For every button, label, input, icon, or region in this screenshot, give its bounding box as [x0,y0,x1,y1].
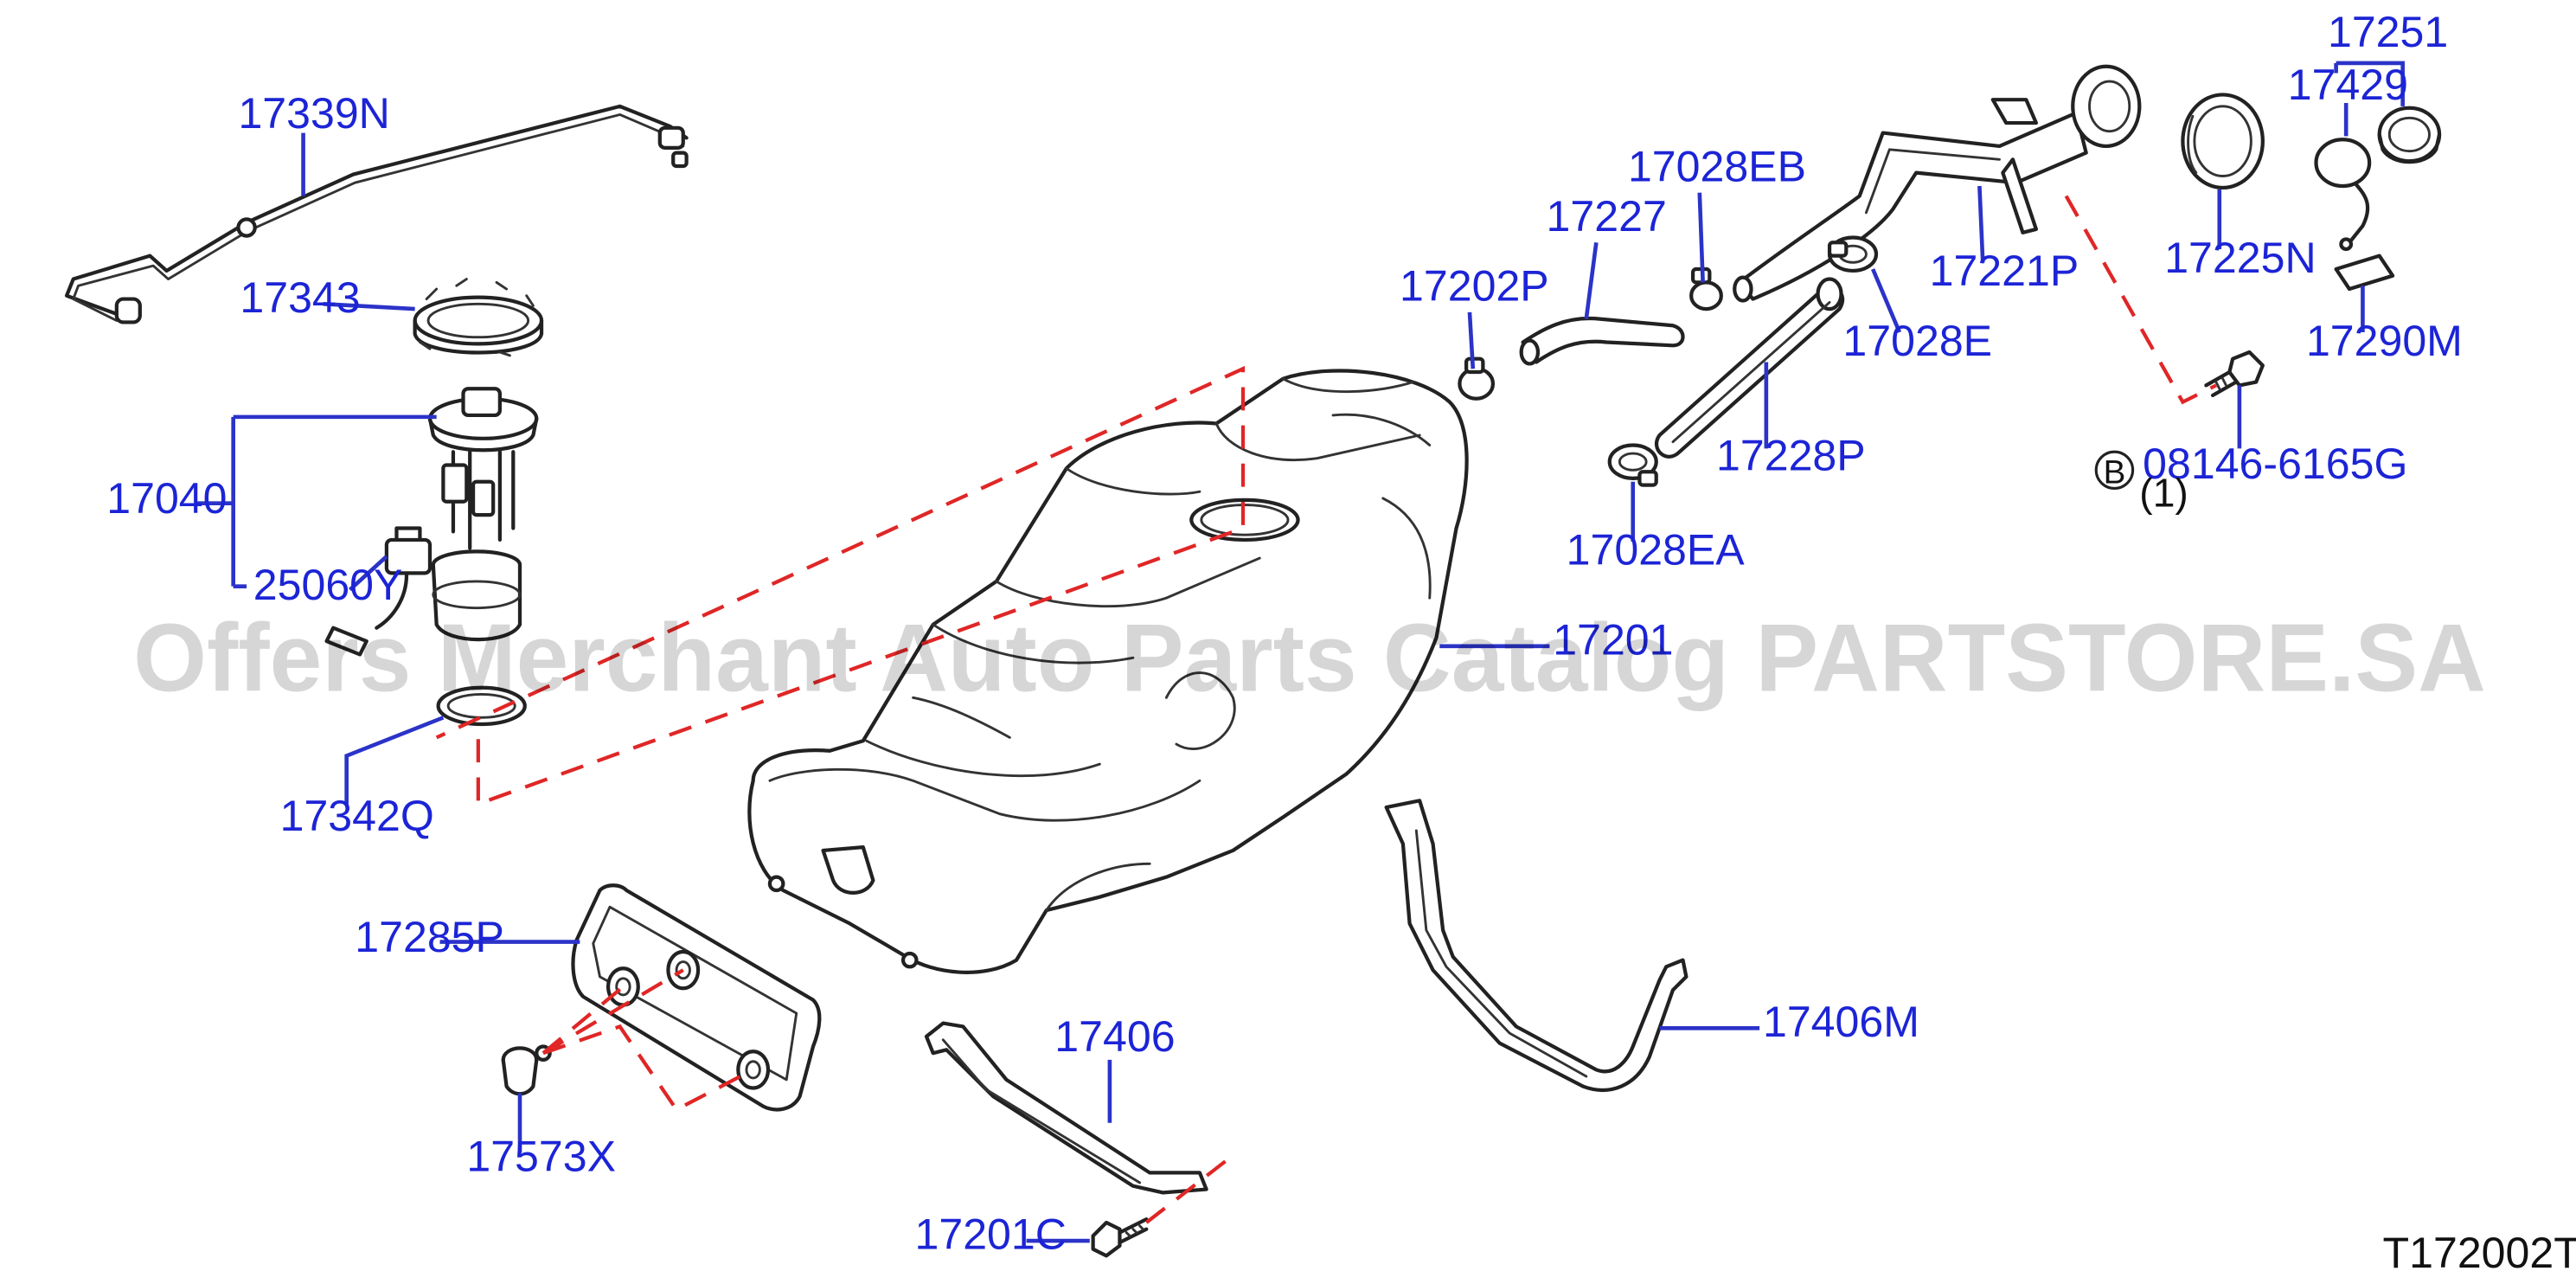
part-label-17343[interactable]: 17343 [240,273,360,322]
part-label-17251[interactable]: 17251 [2328,8,2448,56]
filler-seal-drawing [2181,93,2265,190]
cap-tether-drawing [2314,138,2372,252]
part-label-17202P[interactable]: 17202P [1400,262,1549,311]
part-label-17339N[interactable]: 17339N [238,89,389,138]
hose-clamp-e-drawing [1827,235,1879,273]
part-label-17406M[interactable]: 17406M [1763,998,1919,1046]
part-label-17028EA[interactable]: 17028EA [1567,526,1746,575]
fuel-feed-tube-drawing [64,104,689,324]
caution-label-drawing [2334,254,2395,292]
part-label-17285P[interactable]: 17285P [355,913,504,961]
part-label-17201C[interactable]: 17201C [915,1210,1067,1259]
diagram-code: T172002T [2383,1229,2576,1277]
tank-band-drawing [924,1021,1208,1195]
filler-neck-hose-drawing [1654,277,1845,459]
leader-lines [196,61,2405,1243]
tank-band-long-drawing [1384,799,1688,1092]
pump-seal-ring-drawing [436,685,527,727]
fuel-cap-drawing [2377,106,2442,164]
part-label-17429[interactable]: 17429 [2288,61,2408,109]
filler-bolt-drawing [2204,350,2265,398]
hose-clamp-drawing [1458,356,1496,401]
watermark-text: Offers Merchant Auto Parts Catalog PARTS… [133,604,2486,712]
part-label-17227[interactable]: 17227 [1547,192,1667,241]
part-label-17028EB[interactable]: 17028EB [1628,142,1806,190]
clip-drawing [501,1044,552,1096]
part-label-17040[interactable]: 17040 [106,474,227,523]
part-label-17201[interactable]: 17201 [1553,615,1673,664]
band-bolt-drawing [1091,1217,1149,1258]
part-label-17406[interactable]: 17406 [1054,1012,1175,1061]
bolt-symbol-circle [2094,450,2135,490]
filler-tube-drawing [1733,64,2142,303]
part-label-17228P[interactable]: 17228P [1716,431,1866,479]
fuel-tank-drawing [747,369,1469,974]
lock-ring-drawing [413,278,544,357]
hose-clamp-eb-drawing [1689,266,1723,311]
part-label-17290M[interactable]: 17290M [2306,317,2463,365]
part-label-08146-6165G[interactable]: 08146-6165G [2143,440,2407,488]
part-label-17342Q[interactable]: 17342Q [280,792,434,840]
hose-clamp-ea-drawing [1607,443,1658,487]
filler-hose-drawing [1519,316,1685,366]
part-label-17221P[interactable]: 17221P [1930,247,2079,295]
part-label-17225N[interactable]: 17225N [2164,234,2316,282]
part-labels: 17339N 17343 17040 25060Y 17342Q 17285P … [106,8,2576,1277]
fuel-pump-assembly-drawing [324,387,539,657]
part-label-17028E[interactable]: 17028E [1842,317,1992,365]
part-label-17573X[interactable]: 17573X [466,1133,616,1181]
assembly-dashed-lines [435,195,2217,1224]
bolt-symbol-letter: B [2104,454,2126,491]
quantity-label: (1) [2139,471,2188,516]
part-label-25060Y[interactable]: 25060Y [253,561,403,609]
protector-plate-drawing [571,883,822,1112]
